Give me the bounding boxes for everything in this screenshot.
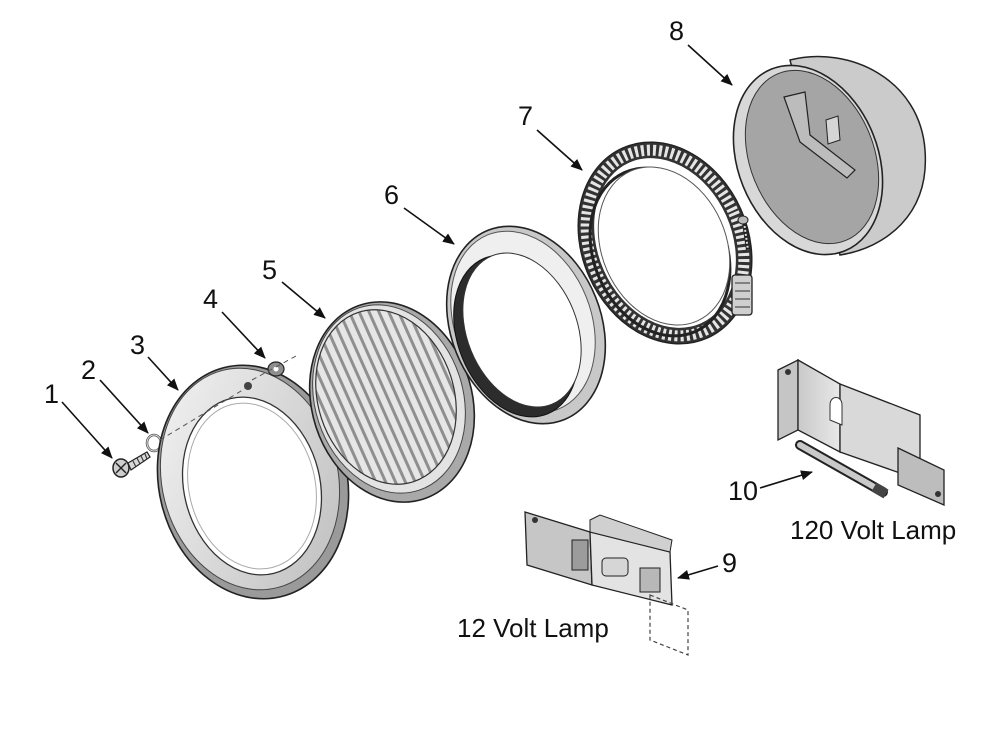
callout-5: 5 <box>262 255 277 285</box>
leader-arrow-9 <box>677 565 719 580</box>
leader-arrow-4 <box>221 311 266 359</box>
caption-12-volt-lamp: 12 Volt Lamp <box>457 613 609 643</box>
callout-6: 6 <box>384 180 399 210</box>
leader-arrow-1 <box>61 401 113 459</box>
screw-axis-line <box>159 387 247 441</box>
callout-8: 8 <box>669 16 684 46</box>
leader-arrow-5 <box>281 281 326 319</box>
callout-4: 4 <box>203 284 218 314</box>
callout-2: 2 <box>81 355 96 385</box>
leader-arrows <box>61 44 813 580</box>
callout-10: 10 <box>728 476 758 506</box>
leader-arrow-7 <box>536 129 583 171</box>
leader-arrow-3 <box>147 356 179 391</box>
leader-arrow-10 <box>759 470 813 489</box>
trim-ring-part-3 <box>156 364 350 600</box>
leader-arrow-6 <box>403 207 455 245</box>
callout-9: 9 <box>722 548 737 578</box>
caption-120-volt-lamp: 120 Volt Lamp <box>790 515 956 545</box>
rod-part-10 <box>795 440 889 499</box>
gasket-part-6 <box>445 225 607 425</box>
callout-7: 7 <box>518 101 533 131</box>
screw-part-1 <box>112 451 151 478</box>
leader-arrow-8 <box>687 44 733 86</box>
leader-arrow-2 <box>99 379 149 434</box>
washer-part-4 <box>251 355 297 381</box>
lens-part-5 <box>308 301 476 503</box>
bracket-120v <box>777 358 945 506</box>
housing-part-8 <box>732 55 927 256</box>
callout-1: 1 <box>44 379 59 409</box>
bracket-12v <box>524 511 689 656</box>
callout-3: 3 <box>130 330 145 360</box>
clamp-band-part-7 <box>577 141 753 345</box>
